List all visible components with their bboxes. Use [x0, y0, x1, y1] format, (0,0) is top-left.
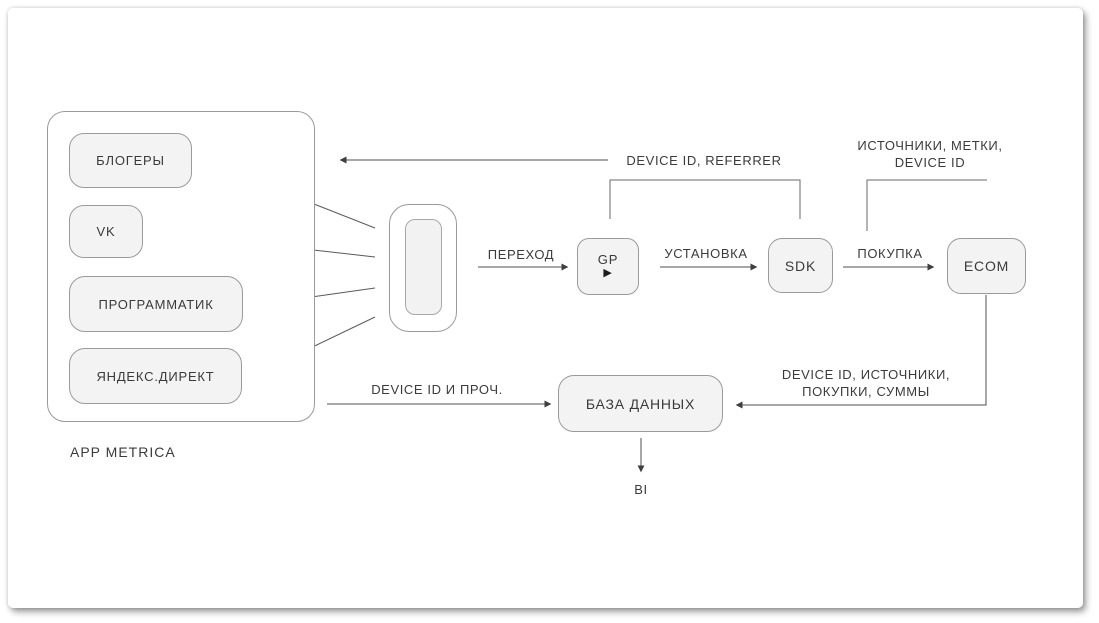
smartphone-screen: [405, 219, 442, 315]
edge-label-sources-tags: ИСТОЧНИКИ, МЕТКИ, DEVICE ID: [857, 137, 1002, 171]
source-node-yandex-direct-label: ЯНДЕКС.ДИРЕКТ: [96, 368, 215, 384]
node-database: БАЗА ДАННЫХ: [558, 375, 723, 432]
google-play-icon: ▶: [603, 267, 613, 279]
source-node-bloggers-label: БЛОГЕРЫ: [96, 153, 165, 168]
source-node-vk-label: VK: [96, 224, 116, 239]
node-google-play: GP ▶: [577, 238, 639, 295]
edge-label-installation: УСТАНОВКА: [664, 246, 748, 261]
bracket-gp-sdk: [609, 179, 801, 219]
node-sdk-label: SDK: [784, 257, 817, 274]
source-node-bloggers: БЛОГЕРЫ: [69, 133, 192, 188]
node-database-label: БАЗА ДАННЫХ: [585, 395, 696, 412]
bracket-sources-tags: [866, 179, 987, 231]
node-ecom: ECOM: [947, 238, 1026, 294]
edge-label-db-input-line1: DEVICE ID, ИСТОЧНИКИ,: [781, 367, 951, 382]
source-node-vk: VK: [69, 205, 143, 258]
edge-label-db-input: DEVICE ID, ИСТОЧНИКИ, ПОКУПКИ, СУММЫ: [782, 366, 950, 400]
source-node-programmatic-label: ПРОГРАММАТИК: [98, 296, 214, 312]
node-ecom-label: ECOM: [963, 258, 1010, 274]
smartphone-icon: [389, 204, 457, 332]
edge-label-sources-tags-line2: DEVICE ID: [894, 155, 966, 170]
source-node-yandex-direct: ЯНДЕКС.ДИРЕКТ: [69, 348, 242, 404]
node-bi-label: BI: [634, 482, 648, 497]
edge-label-device-id-referrer: DEVICE ID, REFERRER: [626, 153, 782, 168]
edge-label-purchase: ПОКУПКА: [857, 246, 923, 261]
edge-label-transition: ПЕРЕХОД: [487, 247, 555, 262]
source-node-programmatic: ПРОГРАММАТИК: [69, 276, 243, 332]
app-metrica-caption: APP METRICA: [70, 444, 176, 460]
edge-label-db-input-line2: ПОКУПКИ, СУММЫ: [802, 384, 930, 399]
node-sdk: SDK: [768, 238, 833, 293]
node-google-play-label: GP: [597, 252, 619, 267]
arrow-ecom-to-database: [735, 295, 987, 409]
edge-label-device-id-etc: DEVICE ID И ПРОЧ.: [371, 382, 503, 397]
edge-label-sources-tags-line1: ИСТОЧНИКИ, МЕТКИ,: [857, 138, 1003, 153]
